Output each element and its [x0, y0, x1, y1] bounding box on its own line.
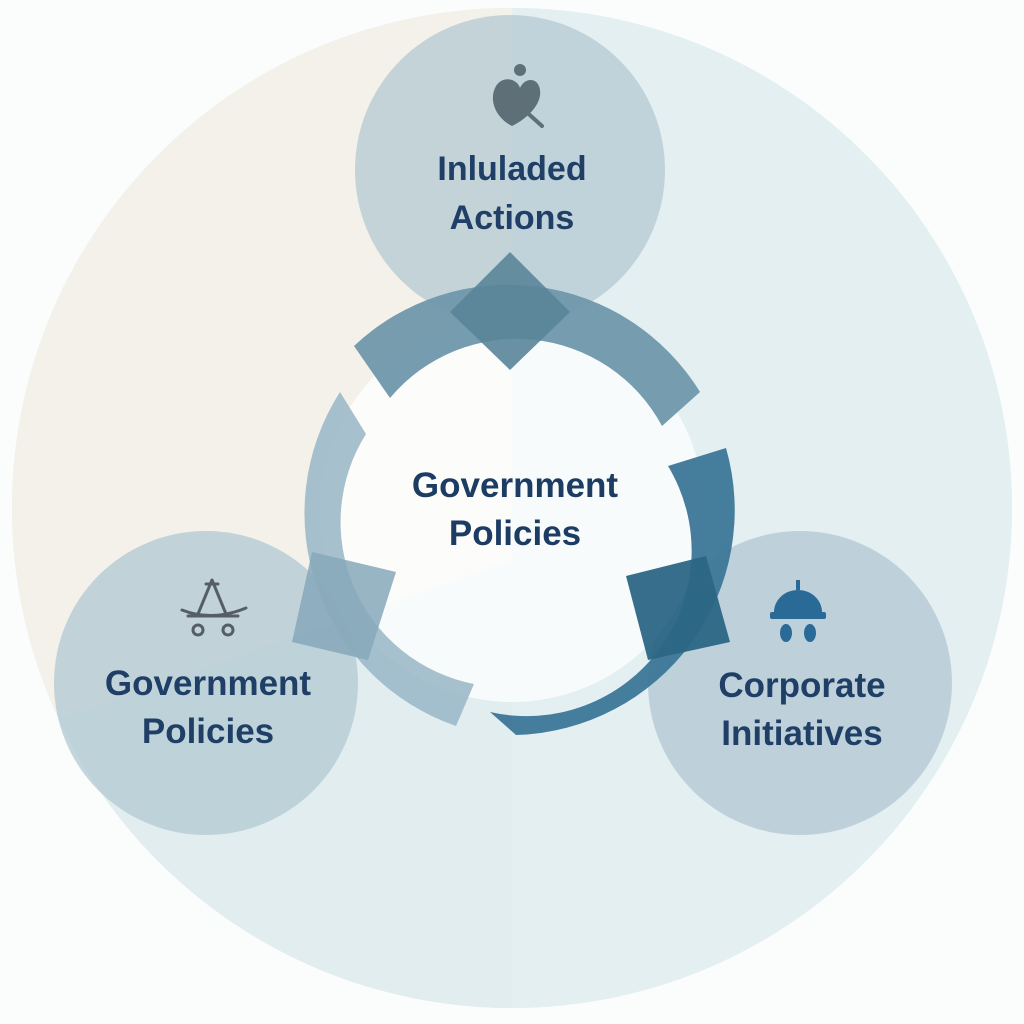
scale-cart-icon — [180, 578, 248, 637]
node-label-top-line1: Inluladed — [437, 150, 587, 188]
ring-segment-top — [354, 284, 700, 426]
connector-left — [292, 552, 396, 660]
connector-right — [626, 556, 730, 660]
bell-person-icon — [770, 580, 826, 642]
node-label-right-line2: Initiatives — [721, 714, 883, 753]
center-label: Government Policies — [380, 468, 650, 551]
center-label-line2: Policies — [448, 514, 582, 553]
node-label-top: Inluladed Actions — [398, 152, 626, 235]
node-circle-top — [355, 15, 665, 325]
node-label-top-line2: Actions — [449, 199, 575, 237]
ring-segment-right — [490, 448, 735, 735]
node-label-left-line2: Policies — [141, 712, 275, 751]
cycle-ring — [292, 252, 735, 735]
node-label-right: Corporate Initiatives — [660, 668, 944, 751]
node-label-left-line1: Government — [104, 664, 312, 703]
node-circle-right — [648, 531, 952, 835]
center-hub — [320, 318, 704, 702]
center-label-line1: Government — [411, 466, 619, 505]
connector-top — [450, 252, 570, 370]
node-label-left: Government Policies — [60, 666, 356, 749]
node-label-right-line1: Corporate — [718, 666, 886, 705]
node-circle-left — [54, 531, 358, 835]
heart-leaf-icon — [492, 64, 544, 128]
